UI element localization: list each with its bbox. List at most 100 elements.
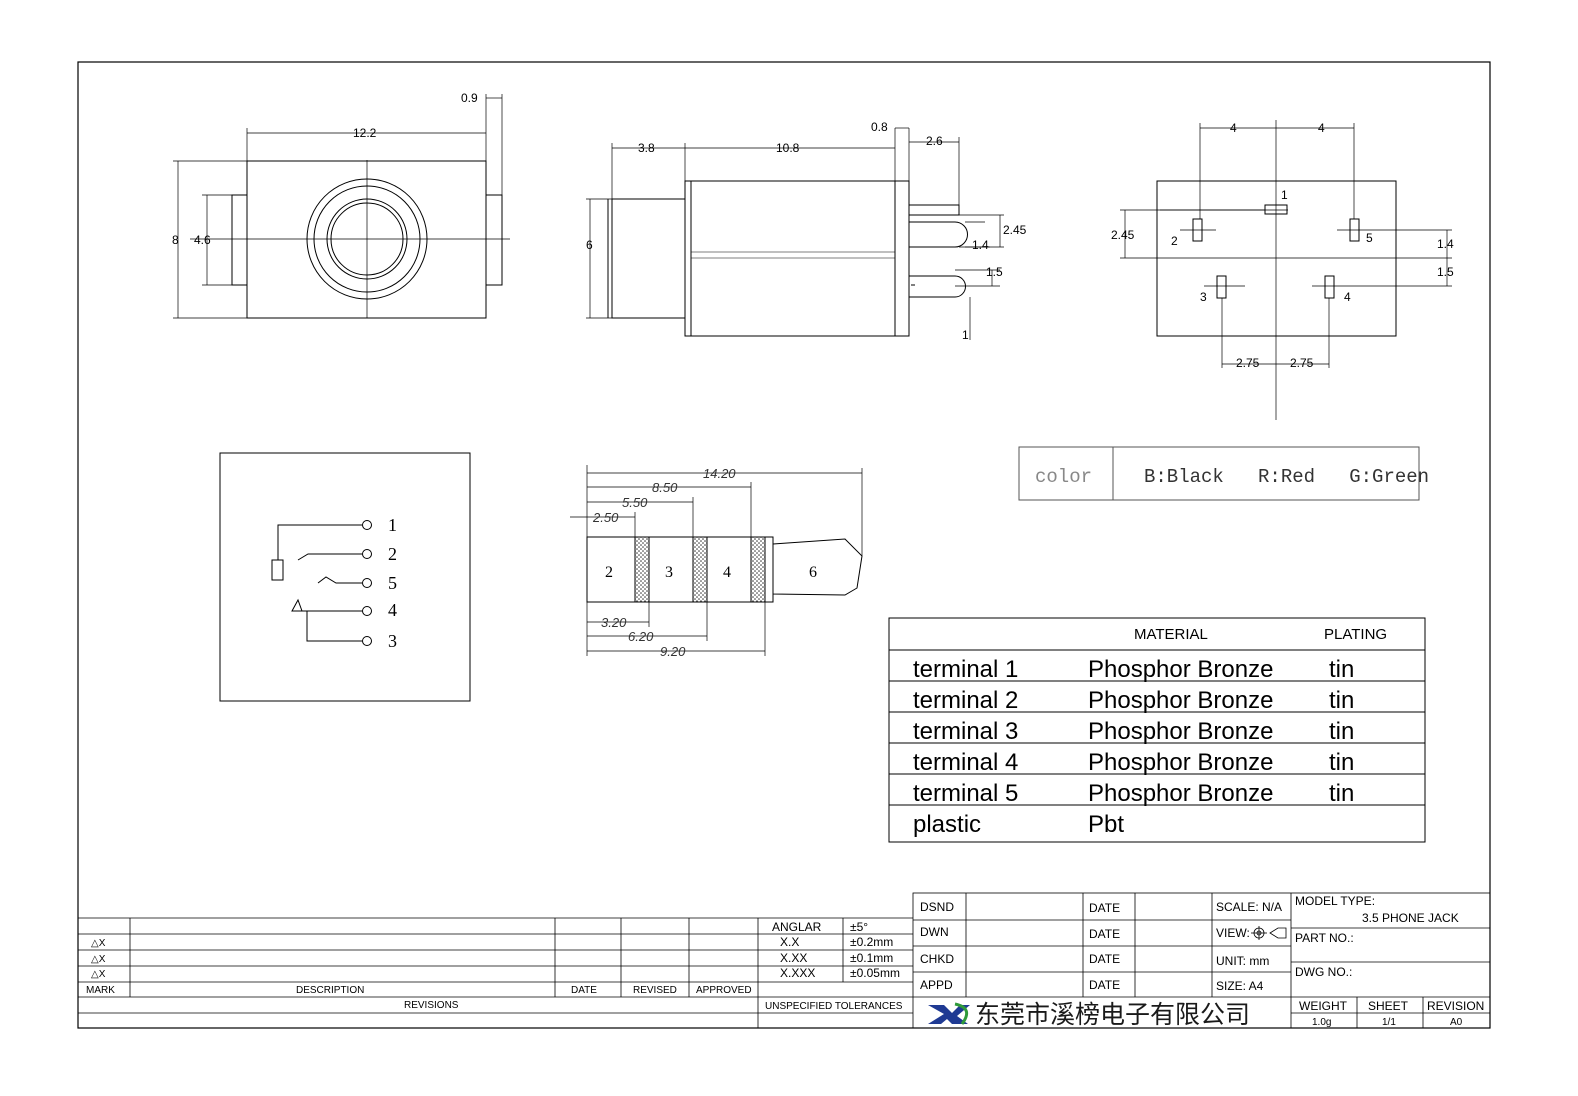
material-part-5: terminal 5 [913, 780, 1018, 807]
material-name-5: Phosphor Bronze [1088, 780, 1273, 807]
rev-mark-2: △X [91, 954, 106, 965]
plug-dim-14-20: 14.20 [703, 466, 736, 481]
material-plating-1: tin [1329, 656, 1354, 683]
tb-dsnd: DSND [920, 900, 954, 914]
material-name-4: Phosphor Bronze [1088, 749, 1273, 776]
dim-side-pin-gap: 2.45 [1003, 223, 1027, 237]
rev-header-description: DESCRIPTION [296, 985, 364, 996]
company-name: 东莞市溪榜电子有限公司 [975, 1000, 1250, 1029]
plug-seg-3 [648, 536, 694, 603]
material-part-6: plastic [913, 811, 981, 838]
plug-seg-label-4: 4 [723, 564, 731, 581]
rev-header-date: DATE [571, 985, 597, 996]
front-body [246, 160, 487, 319]
dim-bottom-gap-a: 1.4 [1437, 237, 1454, 251]
color-label: color [1035, 466, 1092, 488]
dim-front-width: 12.2 [353, 126, 377, 140]
dim-bottom-off: 2.45 [1111, 228, 1135, 242]
material-name-3: Phosphor Bronze [1088, 718, 1273, 745]
tb-revision-label: REVISION [1427, 999, 1484, 1013]
plating-header: PLATING [1324, 626, 1387, 643]
tb-unit: UNIT: mm [1216, 954, 1269, 968]
plug-seg-4 [706, 536, 752, 603]
plug-dim-8-50: 8.50 [652, 480, 678, 495]
bottom-body [1156, 180, 1397, 337]
dim-side-pin-off: 1.5 [986, 265, 1003, 279]
plug-dim-3-20: 3.20 [601, 615, 627, 630]
plug-seg-label-2: 2 [605, 564, 613, 581]
color-values: B:Black R:Red G:Green [1144, 466, 1429, 488]
pin-label-2: 2 [1171, 234, 1178, 248]
material-table [888, 617, 1426, 843]
revisions-footer: REVISIONS [404, 1000, 459, 1011]
dim-side-flange: 0.8 [871, 120, 888, 134]
rev-header-revised: REVISED [633, 985, 677, 996]
tb-weight-label: WEIGHT [1299, 999, 1348, 1013]
material-part-4: terminal 4 [913, 749, 1018, 776]
tolerance-label-2: X.X [780, 935, 799, 949]
tb-date-3: DATE [1089, 952, 1120, 966]
plug-dim-6-20: 6.20 [628, 629, 654, 644]
tb-date-2: DATE [1089, 927, 1120, 941]
plug [570, 465, 863, 656]
side-body [690, 180, 896, 337]
tb-date-4: DATE [1089, 978, 1120, 992]
tolerances-footer: UNSPECIFIED TOLERANCES [765, 1001, 903, 1012]
tolerance-value-4: ±0.05mm [850, 966, 900, 980]
tb-size: SIZE: A4 [1216, 979, 1264, 993]
tb-sheet-label: SHEET [1368, 999, 1409, 1013]
side-pin-top [908, 204, 960, 216]
plug-seg-label-6: 6 [809, 564, 817, 581]
tb-part-no: PART NO.: [1295, 931, 1354, 945]
schematic-pin-5: 5 [388, 573, 397, 593]
dim-bottom-gap-b: 1.5 [1437, 265, 1454, 279]
tb-model-value: 3.5 PHONE JACK [1362, 911, 1459, 925]
dim-front-height: 8 [172, 233, 179, 247]
tb-weight: 1.0g [1312, 1017, 1331, 1028]
revisions-block [78, 917, 913, 1028]
tolerance-value-3: ±0.1mm [850, 951, 893, 965]
material-plating-2: tin [1329, 687, 1354, 714]
side-pin-low [909, 275, 966, 298]
material-plating-5: tin [1329, 780, 1354, 807]
rev-mark-3: △X [91, 969, 106, 980]
sheet-border [77, 61, 1491, 1029]
schematic [219, 452, 471, 702]
tolerance-label-4: X.XXX [780, 966, 815, 980]
schematic-pin-3: 3 [388, 631, 397, 651]
dim-front-tab: 0.9 [461, 91, 478, 105]
pin-label-5: 5 [1366, 231, 1373, 245]
plug-ring-1 [634, 536, 650, 603]
tb-view: VIEW: [1216, 926, 1250, 940]
material-name-1: Phosphor Bronze [1088, 656, 1273, 683]
dim-bottom-right: 4 [1318, 121, 1325, 135]
dim-side-pin-t: 1 [962, 328, 969, 342]
side-pin-mid [909, 221, 968, 248]
tolerance-label-1: ANGLAR [772, 920, 822, 934]
pin-label-3: 3 [1200, 290, 1207, 304]
company-logo [928, 1002, 970, 1025]
plug-seg-label-3: 3 [665, 564, 673, 581]
dim-front-bore: 4.6 [194, 233, 211, 247]
pin-label-1: 1 [1281, 188, 1288, 202]
side-nose [611, 198, 686, 319]
material-part-3: terminal 3 [913, 718, 1018, 745]
projection-icon [1251, 926, 1287, 940]
plug-dim-5-50: 5.50 [622, 495, 648, 510]
material-rows: terminal 1 Phosphor Bronze tin terminal 2 Ph… [913, 656, 1354, 838]
rev-header-mark: MARK [86, 985, 115, 996]
material-part-1: terminal 1 [913, 656, 1018, 683]
dim-side-nose: 3.8 [638, 141, 655, 155]
pad-3 [1216, 275, 1227, 299]
dim-bottom-left: 4 [1230, 121, 1237, 135]
front-left-tab [231, 194, 248, 286]
plug-tip [772, 538, 863, 596]
pin-label-4: 4 [1344, 290, 1351, 304]
plug-ring-2 [692, 536, 708, 603]
tb-chkd: CHKD [920, 952, 954, 966]
material-part-2: terminal 2 [913, 687, 1018, 714]
tb-revision: A0 [1450, 1017, 1463, 1028]
color-box [1018, 446, 1420, 501]
rev-mark-1: △X [91, 938, 106, 949]
